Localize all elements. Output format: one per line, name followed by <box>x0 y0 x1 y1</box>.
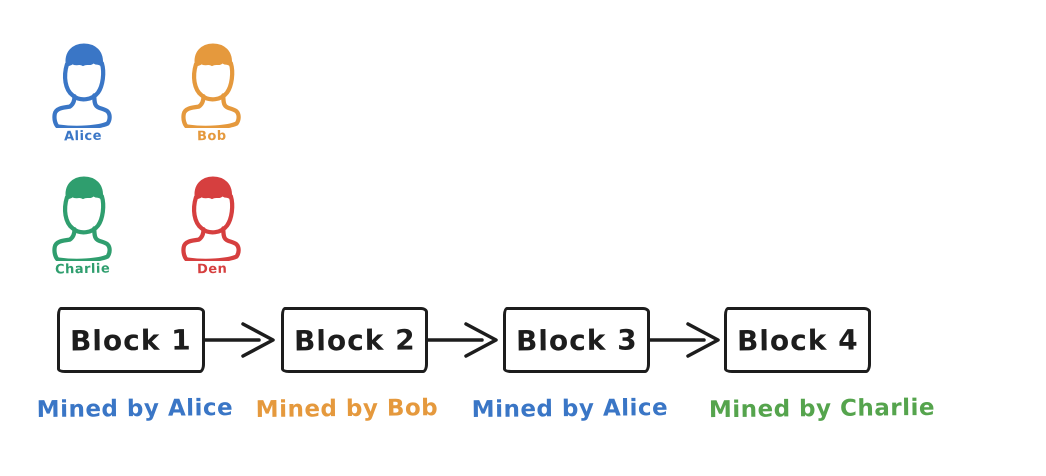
block-label: Block 4 <box>736 322 859 358</box>
person-alice: Alice <box>48 40 118 144</box>
person-name: Den <box>196 261 228 278</box>
person-icon <box>181 43 241 128</box>
person-den: Den <box>177 173 247 277</box>
block-label: Block 1 <box>70 322 192 358</box>
miner-label-block-3: Mined by Alice <box>471 394 669 424</box>
person-charlie: Charlie <box>48 173 118 277</box>
arrow-icon <box>648 322 720 358</box>
person-name: Charlie <box>55 261 111 278</box>
block-1: Block 1 <box>57 307 205 373</box>
block-label: Block 3 <box>515 322 638 358</box>
miner-label-block-4: Mined by Charlie <box>708 394 936 424</box>
arrow-icon <box>203 322 275 358</box>
person-bob: Bob <box>177 40 247 144</box>
person-name: Bob <box>197 128 227 145</box>
person-icon <box>181 176 241 261</box>
block-4: Block 4 <box>724 307 871 373</box>
person-icon <box>52 43 112 128</box>
miner-label-block-1: Mined by Alice <box>36 394 234 424</box>
block-3: Block 3 <box>503 307 650 373</box>
person-icon <box>52 176 112 261</box>
block-label: Block 2 <box>293 322 416 358</box>
miner-label-block-2: Mined by Bob <box>255 395 439 423</box>
arrow-icon <box>426 322 498 358</box>
person-name: Alice <box>63 128 103 145</box>
block-2: Block 2 <box>281 307 428 373</box>
